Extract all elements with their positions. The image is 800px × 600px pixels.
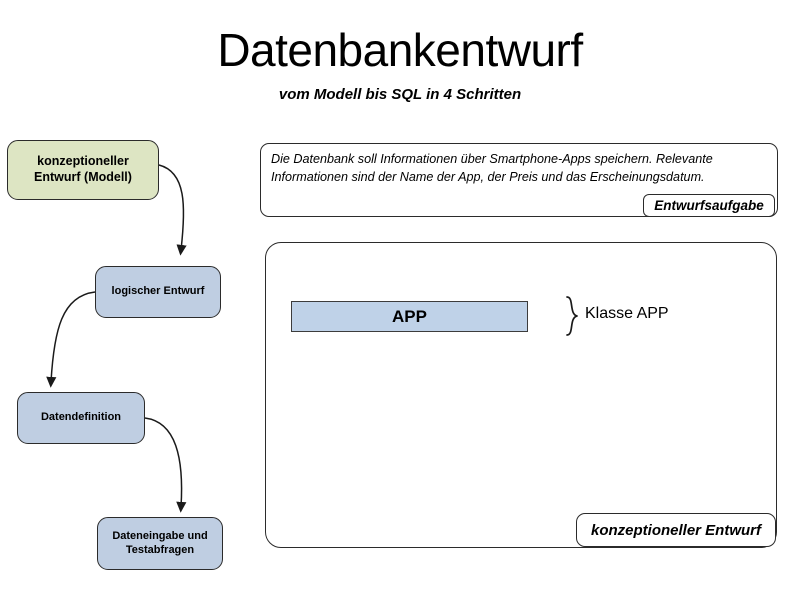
task-callout-tab-label: Entwurfsaufgabe [643,194,775,217]
flow-step-datendefinition[interactable]: Datendefinition [17,392,145,444]
flow-step-konzeptioneller-entwurf[interactable]: konzeptioneller Entwurf (Modell) [7,140,159,200]
entity-box-app[interactable]: APP [291,301,528,332]
entity-annotation-label: Klasse APP [585,305,669,322]
page-subtitle: vom Modell bis SQL in 4 Schritten [278,86,522,103]
arrow-konzept-to-logisch [158,164,187,256]
conceptual-design-panel [265,242,777,548]
task-description-text: Die Datenbank soll Informationen über Sm… [271,152,713,184]
arrow-logisch-to-datendefinition [46,291,96,388]
flow-step-logischer-entwurf[interactable]: logischer Entwurf [95,266,221,318]
flow-step-dateneingabe-testabfragen[interactable]: Dateneingabe und Testabfragen [97,517,223,570]
arrow-datendefinition-to-dateneingabe [144,417,187,513]
page-title: Datenbankentwurf [217,24,583,76]
curly-brace-icon [566,296,578,336]
panel-tab-label: konzeptioneller Entwurf [576,513,776,547]
